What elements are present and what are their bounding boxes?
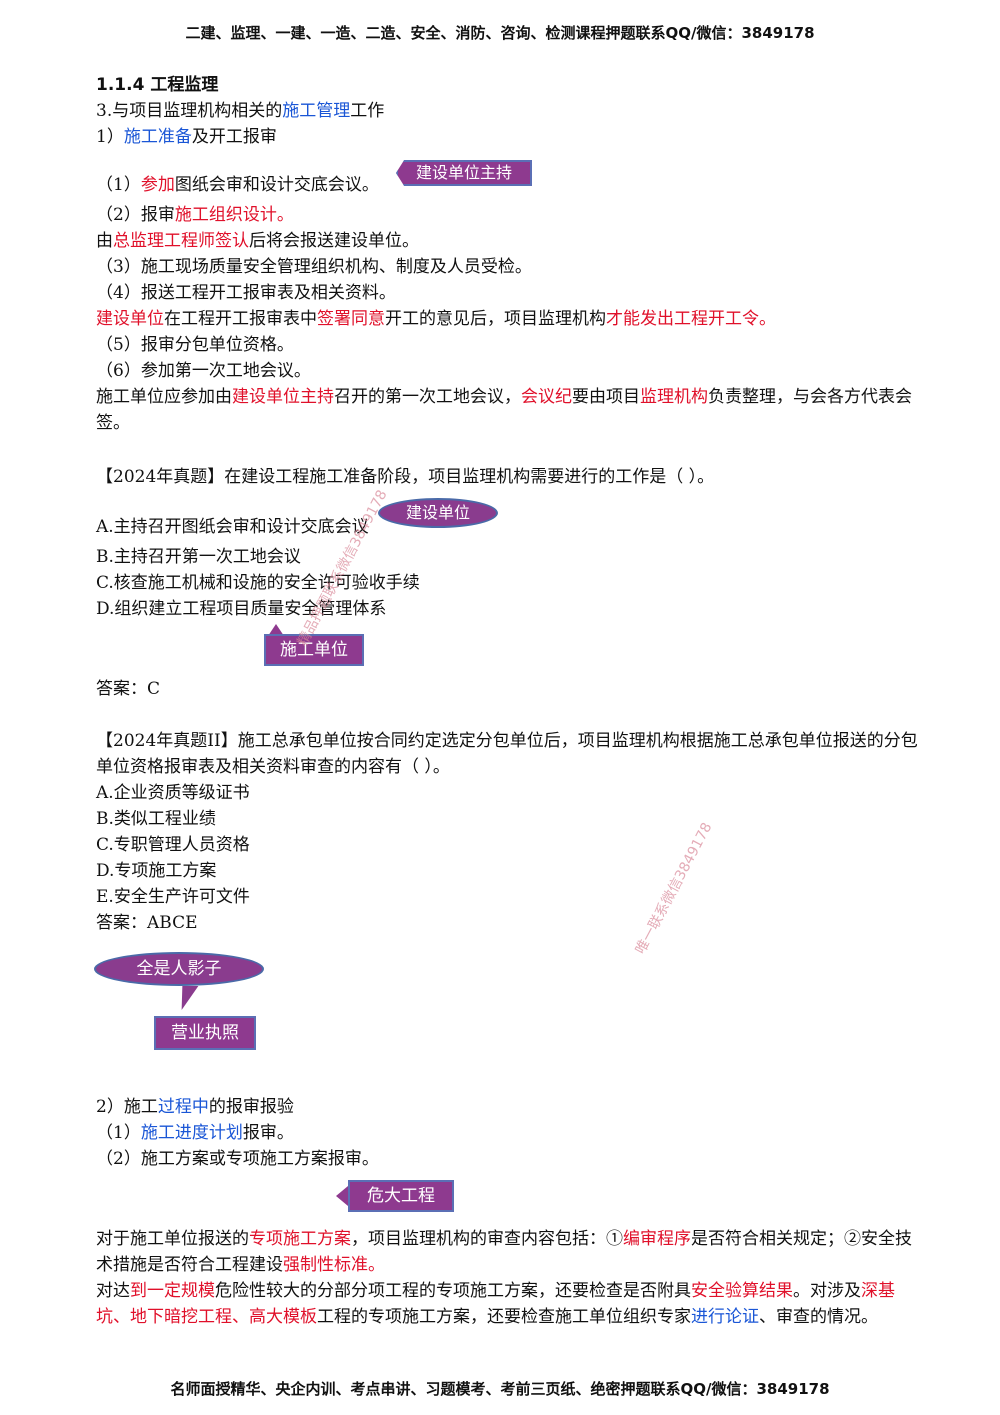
watermark: 精品押题联系微信3849178 — [294, 487, 391, 649]
line-item-3: （3）施工现场质量安全管理组织机构、制度及人员受检。 — [96, 257, 532, 277]
question-2-option-c: C.专职管理人员资格 — [96, 835, 250, 855]
line-item-4: （4）报送工程开工报审表及相关资料。 — [96, 283, 396, 303]
note-tag-business-license: 营业执照 — [154, 1016, 256, 1050]
line-item-5: （5）报审分包单位资格。 — [96, 335, 294, 355]
note-pointer — [173, 986, 199, 1010]
line-preparation: 1）施工准备及开工报审 — [96, 127, 277, 147]
line-in-process: 2）施工过程中的报审报验 — [96, 1097, 294, 1117]
question-1-option-d: D.组织建立工程项目质量安全管理体系 — [96, 599, 387, 619]
question-2-option-b: B.类似工程业绩 — [96, 809, 216, 829]
paragraph-large-scale: 对达到一定规模危险性较大的分部分项工程的专项施工方案，还要检查是否附具安全验算结… — [96, 1281, 895, 1327]
line-item-2: （2）报审施工组织设计。 — [96, 205, 294, 225]
paragraph-first-meeting: 施工单位应参加由建设单位主持召开的第一次工地会议，会议纪要由项目监理机构负责整理… — [96, 387, 912, 433]
paragraph-review-content: 对于施工单位报送的专项施工方案，项目监理机构的审查内容包括：①编审程序是否符合相… — [96, 1229, 912, 1275]
note-tag-build-unit: 建设单位 — [378, 498, 498, 528]
question-1-option-c: C.核查施工机械和设施的安全许可验收手续 — [96, 573, 420, 593]
note-pointer — [268, 624, 284, 636]
line-chief-sign: 由总监理工程师签认后将会报送建设单位。 — [96, 231, 419, 251]
question-2-option-a: A.企业资质等级证书 — [96, 783, 250, 803]
watermark: 唯一联系微信3849178 — [632, 820, 716, 957]
line-progress-plan: （1）施工进度计划报审。 — [96, 1123, 294, 1143]
line-special-plan: （2）施工方案或专项施工方案报审。 — [96, 1149, 379, 1169]
page-header: 二建、监理、一建、一造、二造、安全、消防、咨询、检测课程押题联系QQ/微信：38… — [185, 24, 815, 42]
line-item-6: （6）参加第一次工地会议。 — [96, 361, 311, 381]
question-1-option-b: B.主持召开第一次工地会议 — [96, 547, 301, 567]
note-tag-build-unit-host: 建设单位主持 — [396, 160, 532, 186]
note-tag-major-hazard: 危大工程 — [348, 1180, 454, 1212]
question-2-option-e: E.安全生产许可文件 — [96, 887, 250, 907]
question-1-answer: 答案：C — [96, 679, 161, 699]
note-tag-construction-unit: 施工单位 — [264, 634, 364, 666]
question-2-option-d: D.专项施工方案 — [96, 861, 217, 881]
page-footer: 名师面授精华、央企内训、考点串讲、习题模考、考前三页纸、绝密押题联系QQ/微信：… — [170, 1380, 830, 1398]
line-related-work: 3.与项目监理机构相关的施工管理工作 — [96, 101, 385, 121]
line-item-1: （1）参加图纸会审和设计交底会议。 — [96, 175, 379, 195]
question-1-option-a: A.主持召开图纸会审和设计交底会议 — [96, 517, 369, 537]
question-2-answer: 答案：ABCE — [96, 913, 198, 933]
question-2-stem: 【2024年真题II】施工总承包单位按合同约定选定分包单位后，项目监理机构根据施… — [96, 731, 918, 777]
line-start-order: 建设单位在工程开工报审表中签署同意开工的意见后，项目监理机构才能发出工程开工令。 — [96, 309, 776, 329]
question-1-stem: 【2024年真题】在建设工程施工准备阶段，项目监理机构需要进行的工作是（ ）。 — [96, 467, 715, 487]
note-tag-all-shadow: 全是人影子 — [94, 952, 264, 986]
section-title: 1.1.4 工程监理 — [96, 75, 219, 95]
note-pointer — [336, 1186, 348, 1206]
